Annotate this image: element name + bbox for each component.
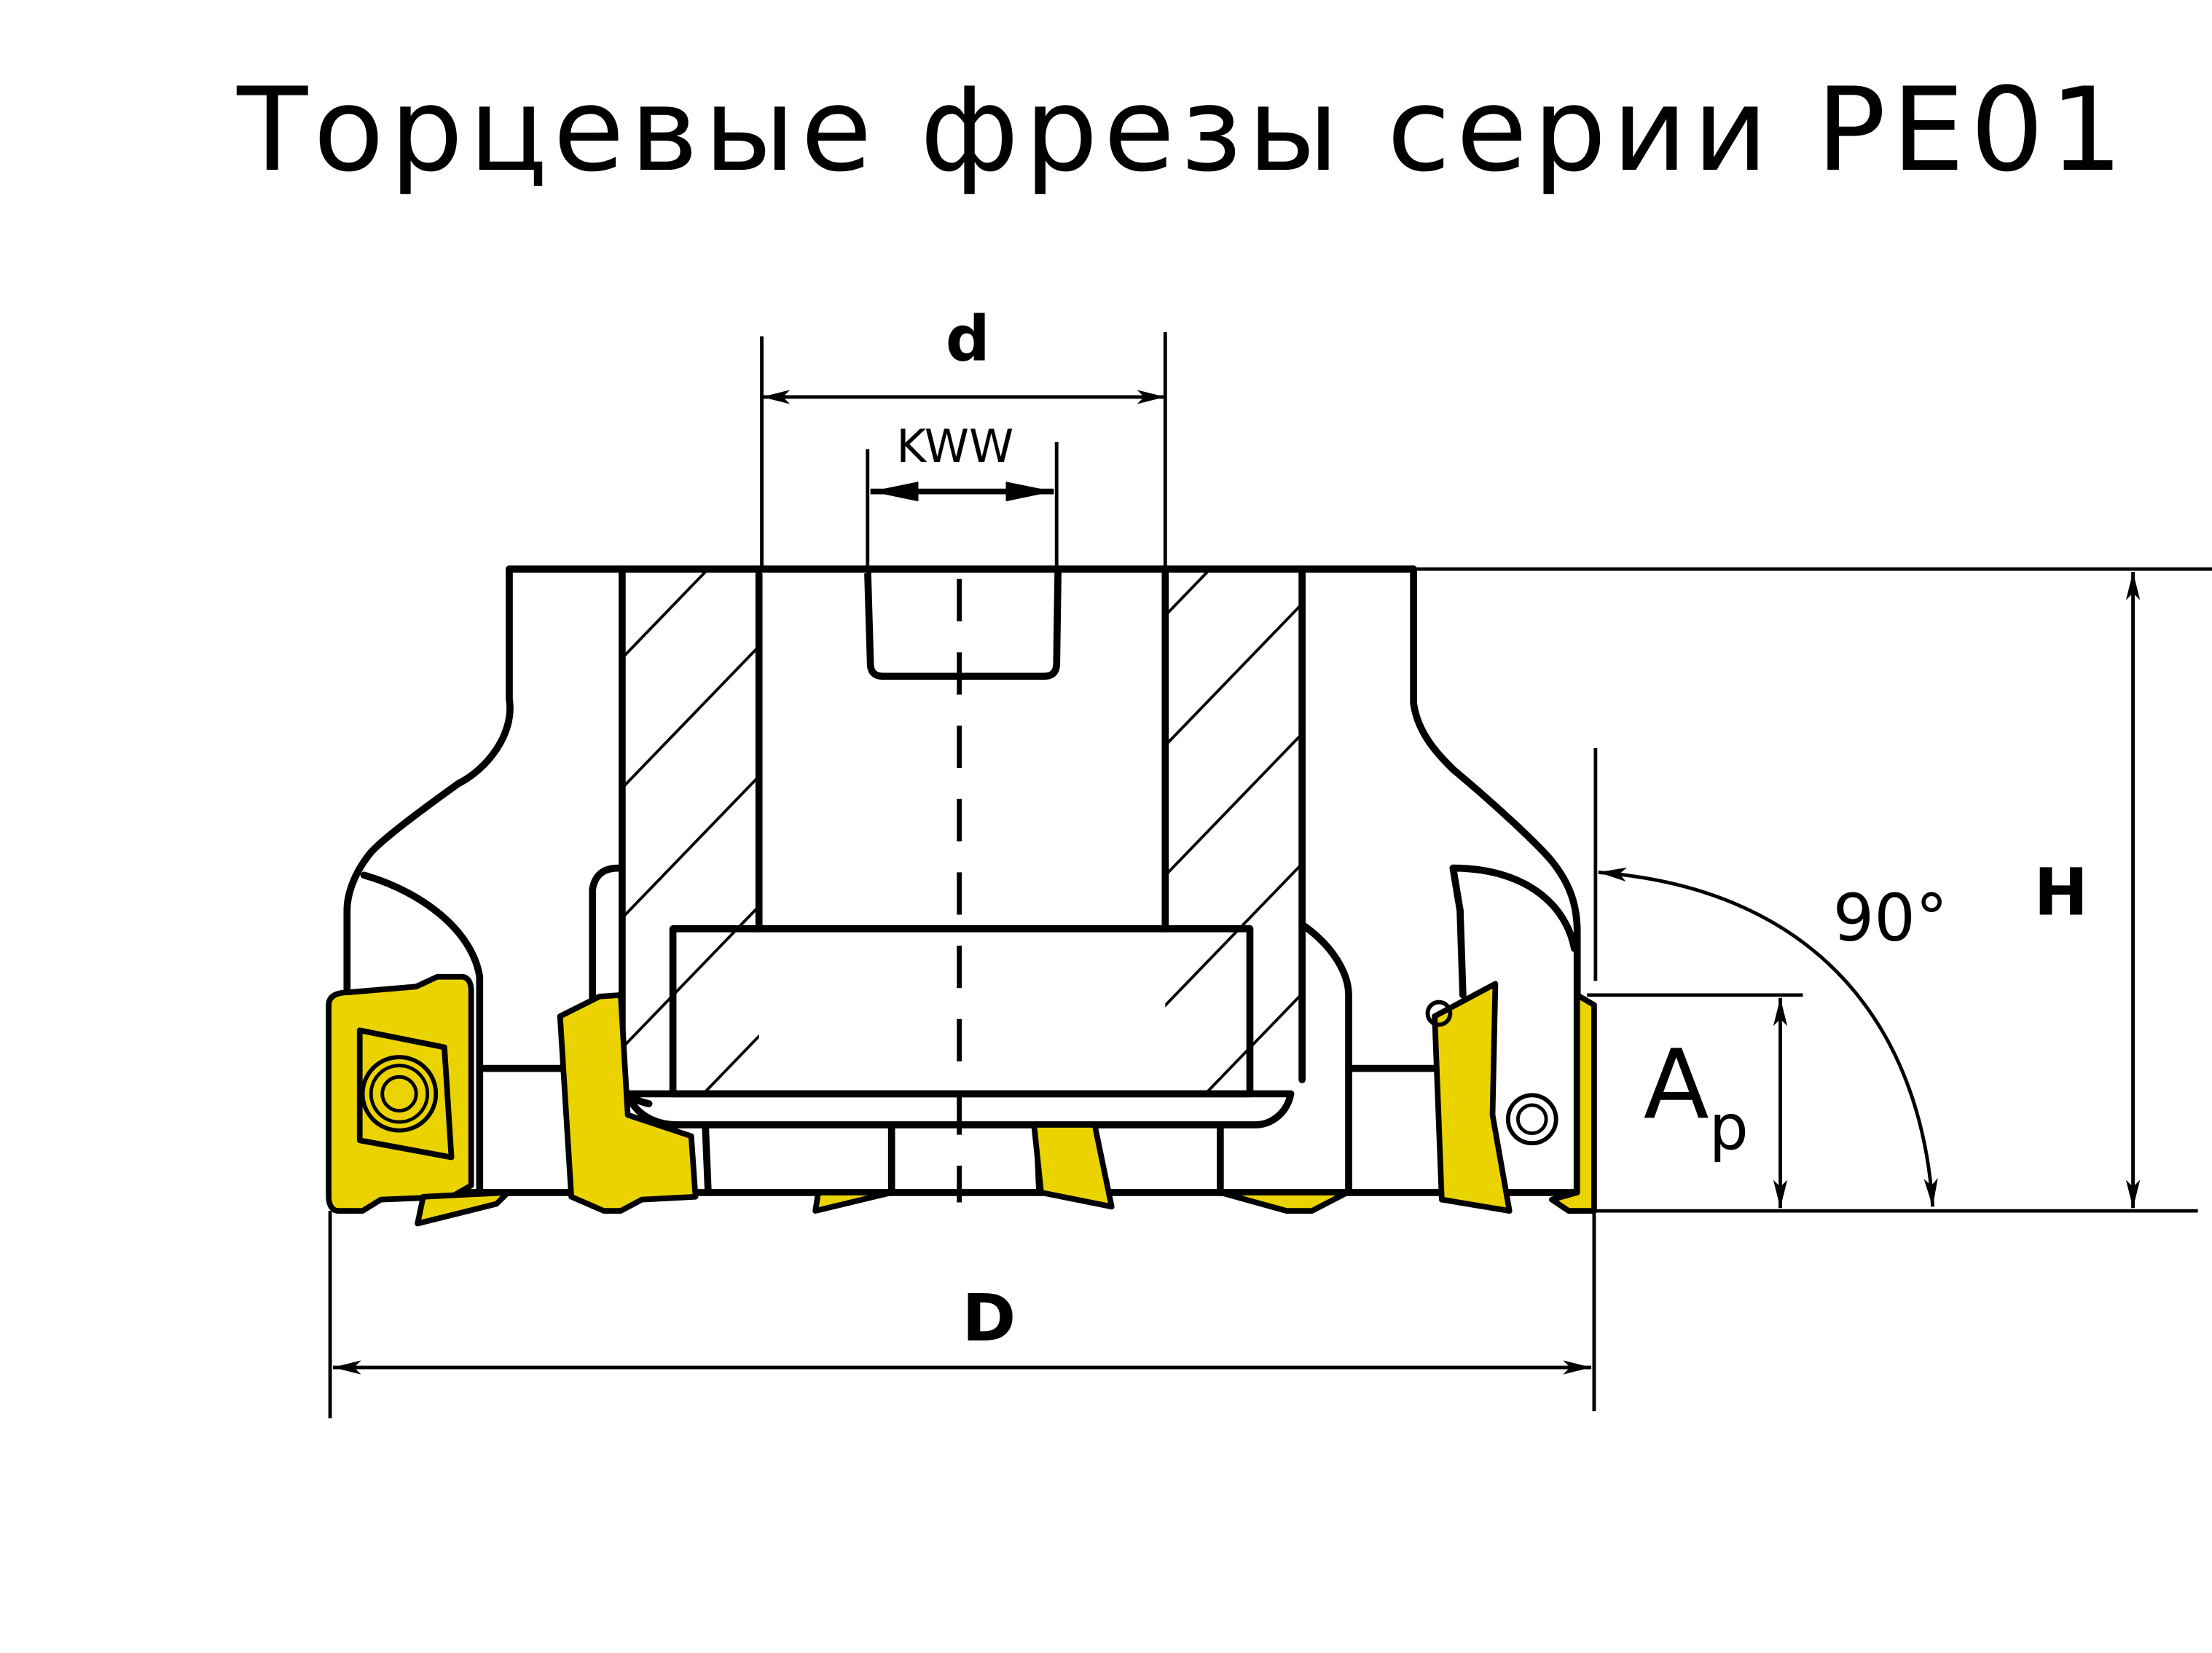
insert-center	[1031, 1122, 1115, 1210]
insert-screw-icon	[360, 1055, 439, 1133]
label-kww: KWW	[896, 420, 1013, 473]
cutter-body	[343, 565, 1581, 1196]
insert-second	[557, 992, 699, 1214]
label-h: H	[2034, 855, 2089, 931]
label-ap: Ap	[1644, 1029, 1749, 1164]
drawing-title: Торцевые фрезы серии PE01	[236, 63, 2128, 197]
right-hatched-wall	[1165, 572, 1301, 1094]
dimension-d: d	[760, 304, 1167, 570]
keyway-slot	[863, 565, 1062, 680]
dimension-kww: KWW	[866, 420, 1059, 570]
dimension-h: H	[1413, 567, 2212, 1213]
label-d: d	[946, 304, 990, 376]
dimension-D: D	[328, 1211, 1596, 1418]
insert-right	[1432, 981, 1513, 1214]
dimension-ap: Ap	[1587, 993, 1803, 1209]
left-hatched-wall	[624, 572, 759, 1094]
label-ap-subscript: p	[1709, 1092, 1749, 1164]
label-D: D	[962, 1281, 1016, 1356]
label-angle: 90°	[1833, 880, 1948, 956]
dimension-angle: 90°	[1593, 748, 1948, 1207]
cutting-inserts	[326, 864, 1597, 1227]
